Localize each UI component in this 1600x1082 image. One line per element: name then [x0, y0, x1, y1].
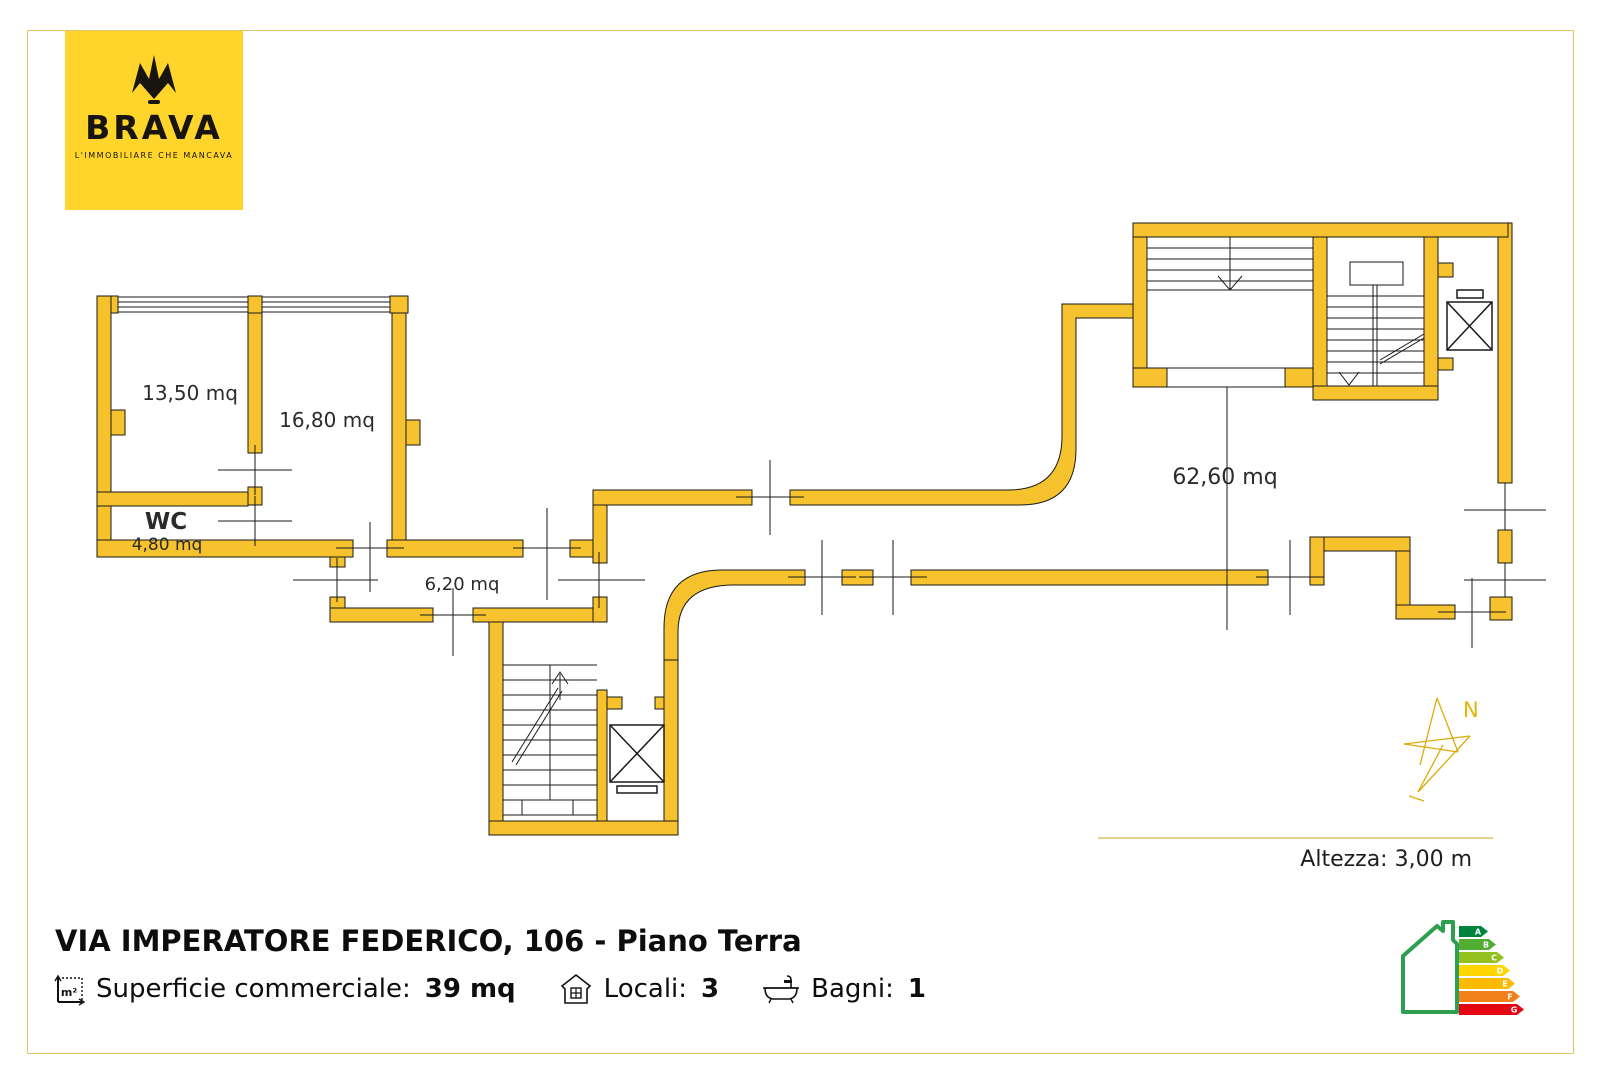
stat-surface: m² Superficie commerciale: 39 mq [52, 972, 516, 1006]
elevator-lower-icon [609, 724, 665, 794]
wc-area-label: 4,80 mq [132, 535, 203, 555]
height-note-label: Altezza: 3,00 m [1300, 847, 1472, 872]
svg-text:m²: m² [61, 986, 77, 999]
brand-tagline: L'IMMOBILIARE CHE MANCAVA [74, 151, 234, 160]
energy-class-e: E [1502, 980, 1507, 989]
staircase-upper-left-icon [1147, 237, 1313, 630]
room1-label: 13,50 mq [142, 381, 238, 405]
energy-class-f: F [1507, 993, 1512, 1002]
energy-class-b: B [1483, 941, 1489, 950]
surface-value: 39 mq [424, 974, 516, 1004]
window-icons [117, 296, 391, 313]
baths-value: 1 [907, 974, 926, 1004]
main-room-label: 62,60 mq [1172, 465, 1277, 490]
area-icon: m² [52, 972, 86, 1006]
stat-baths: Bagni: 1 [761, 972, 926, 1006]
compass-n-label: N [1463, 698, 1479, 722]
north-compass-icon: N [1403, 697, 1479, 802]
energy-class-d: D [1497, 967, 1504, 976]
door-marks [218, 445, 1546, 656]
energy-class-g: G [1511, 1006, 1518, 1015]
baths-label: Bagni: [811, 974, 894, 1004]
energy-class-c: C [1491, 954, 1497, 963]
rooms-label: Locali: [603, 974, 688, 1004]
elevator-upper-icon [1446, 289, 1493, 351]
crown-icon [132, 55, 176, 104]
floorplan-walls [96, 222, 1513, 836]
room-labels: 13,50 mq 16,80 mq WC 4,80 mq 6,20 mq 62,… [132, 381, 1278, 595]
rooms-value: 3 [701, 974, 720, 1004]
bath-icon [761, 972, 801, 1006]
wc-label: WC [145, 509, 187, 535]
listing-stats: m² Superficie commerciale: 39 mq Locali:… [52, 972, 968, 1006]
brand-name: BRAVA [85, 108, 223, 147]
listing-title: VIA IMPERATORE FEDERICO, 106 - Piano Ter… [55, 924, 802, 958]
agency-logo: BRAVA L'IMMOBILIARE CHE MANCAVA [65, 31, 243, 210]
energy-class-a: A [1475, 928, 1482, 937]
energy-class-icon: A B C D E F G [1401, 920, 1524, 1015]
height-note: Altezza: 3,00 m [1098, 837, 1493, 872]
house-icon [558, 972, 594, 1006]
staircase-upper-mid-icon [1326, 236, 1425, 387]
staircase-lower-icon [503, 664, 597, 816]
room2-label: 16,80 mq [279, 408, 375, 432]
stat-rooms: Locali: 3 [558, 972, 719, 1006]
surface-label: Superficie commerciale: [96, 974, 411, 1004]
corridor-label: 6,20 mq [425, 574, 500, 595]
